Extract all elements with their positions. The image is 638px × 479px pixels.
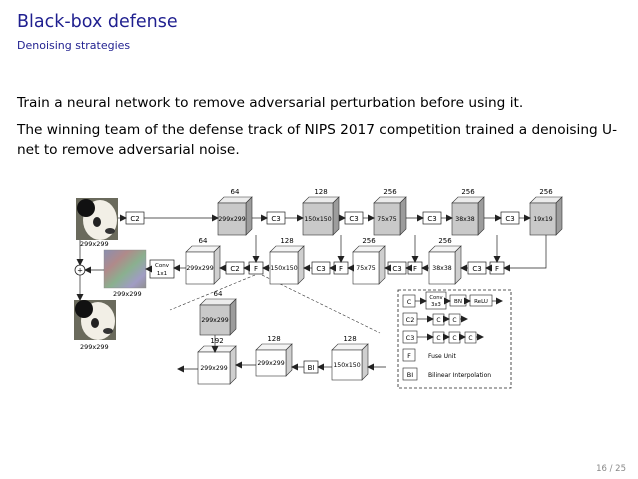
arrow-enc5-f: [503, 235, 547, 272]
fuse-input-block-2-channels: 128: [343, 335, 356, 343]
encoder-block-2: 150x150 128: [302, 188, 340, 236]
legend-c2-part-2-label: C: [452, 317, 456, 324]
paragraph-1: Train a neural network to remove adversa…: [17, 95, 524, 111]
decoder-block-3-channels: 256: [362, 237, 376, 245]
legend-c3-part-3-label: C: [468, 335, 472, 342]
decoder-block-3-size: 75x75: [356, 265, 375, 272]
fuse-upsample-block: 299x299 128: [255, 335, 293, 377]
decoder-block-2: 150x150 128: [269, 237, 305, 285]
legend-c3-part-1-label: C: [436, 335, 440, 342]
encoder-c2-label: C2: [130, 215, 139, 223]
slide-subtitle: Denoising strategies: [17, 39, 131, 52]
decoder-block-2-size: 150x150: [270, 265, 297, 272]
encoder-block-3: 75x75 256: [373, 188, 407, 236]
encoder-block-4: 38x38 256: [451, 188, 485, 236]
page-number: 16 / 25: [596, 464, 626, 474]
fuse-upsample-block-channels: 128: [267, 335, 280, 343]
fuse-output-block-size: 299x299: [200, 365, 227, 372]
encoder-block-2-channels: 128: [314, 188, 327, 196]
zoom-line-left: [169, 274, 256, 311]
decoder-block-4-channels: 256: [438, 237, 452, 245]
noise-image: [103, 249, 147, 289]
zoom-line-right: [261, 274, 381, 334]
decoder-block-4: 38x38 256: [428, 237, 462, 285]
legend-c3-part-2-label: C: [452, 335, 456, 342]
decoder-block-1: 299x299 64: [185, 237, 221, 285]
decoder-f-label-4: F: [495, 265, 499, 273]
legend-bn-label: BN: [454, 299, 462, 305]
slide-title: Black-box defense: [17, 12, 178, 32]
fuse-upsample-block-size: 299x299: [257, 360, 284, 367]
input-panda-image: [76, 198, 118, 240]
fuse-bi-label: BI: [308, 364, 315, 372]
decoder-block-1-size: 299x299: [186, 265, 213, 272]
conv1x1-label-2: 1x1: [157, 271, 167, 277]
legend-bi-label: BI: [407, 371, 413, 379]
encoder-block-2-size: 150x150: [304, 216, 331, 223]
noise-size-label: 299x299: [113, 290, 142, 298]
paragraph-2: The winning team of the defense track of…: [17, 122, 618, 158]
fuse-input-block-2: 150x150 128: [331, 335, 369, 381]
decoder-block-3: 75x75 256: [352, 237, 386, 285]
legend-relu-label: ReLU: [474, 299, 488, 305]
encoder-c3-label-1: C3: [271, 215, 280, 223]
fuse-output-block: 299x299 192: [197, 337, 237, 385]
decoder-c2-label: C2: [230, 265, 239, 273]
legend-c-label: C: [407, 298, 412, 306]
legend-conv-label-2: 3x3: [431, 302, 441, 308]
encoder-block-3-size: 75x75: [377, 216, 396, 223]
legend-c3-label: C3: [406, 334, 415, 342]
fuse-input-block-1: 299x299 64: [199, 290, 237, 336]
decoder-c3-label-3: C3: [472, 265, 481, 273]
encoder-block-5-size: 19x19: [533, 216, 552, 223]
encoder-block-1: 299x299 64: [217, 188, 253, 236]
decoder-block-4-size: 38x38: [432, 265, 451, 272]
decoder-f-label-3: F: [413, 265, 417, 273]
encoder-block-3-channels: 256: [383, 188, 397, 196]
encoder-block-5-channels: 256: [539, 188, 553, 196]
legend-f-swatch: [402, 348, 416, 362]
decoder-c3-label-2: C3: [392, 265, 401, 273]
legend-f-desc: Fuse Unit: [428, 353, 457, 360]
encoder-block-4-size: 38x38: [455, 216, 474, 223]
legend-conv-label-1: Conv: [429, 295, 442, 301]
decoder-f-label-2: F: [339, 265, 343, 273]
encoder-block-4-channels: 256: [461, 188, 475, 196]
fuse-output-block-channels: 192: [210, 337, 223, 345]
decoder-f-label-1: F: [254, 265, 258, 273]
fuse-input-block-1-size: 299x299: [201, 317, 228, 324]
legend-c2-label: C2: [406, 316, 415, 324]
plus-label: +: [77, 267, 83, 275]
encoder-block-5: 19x19 256: [529, 188, 563, 236]
legend-bi-swatch: [402, 367, 418, 381]
encoder-c3-label-4: C3: [505, 215, 514, 223]
legend-f-label: F: [407, 352, 411, 360]
decoder-block-2-channels: 128: [280, 237, 293, 245]
decoder-block-1-channels: 64: [199, 237, 208, 245]
legend-bi-desc: Bilinear Interpolation: [428, 372, 491, 379]
encoder-block-1-size: 299x299: [218, 216, 245, 223]
fuse-input-block-2-size: 150x150: [333, 362, 360, 369]
conv1x1-label-1: Conv: [155, 263, 170, 269]
encoder-c3-label-3: C3: [427, 215, 436, 223]
legend-c2-part-1-label: C: [436, 317, 440, 324]
encoder-block-1-channels: 64: [231, 188, 240, 196]
output-size-label: 299x299: [80, 343, 109, 351]
input-size-label: 299x299: [80, 240, 109, 248]
fuse-input-block-1-channels: 64: [214, 290, 223, 298]
encoder-c3-label-2: C3: [349, 215, 358, 223]
decoder-c3-label-1: C3: [316, 265, 325, 273]
output-panda-image: [74, 300, 116, 340]
